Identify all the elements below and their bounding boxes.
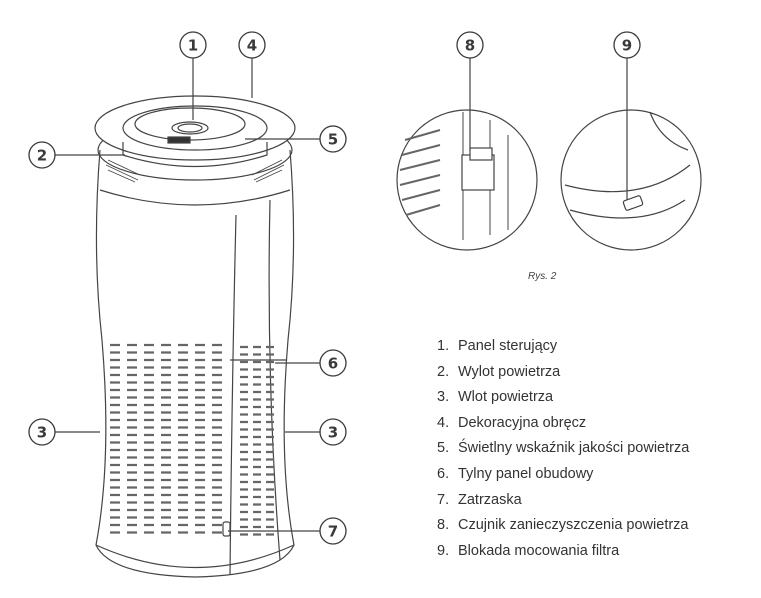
callout-number: 9: [622, 37, 632, 55]
legend-item: 9. Blokada mocowania filtra: [437, 543, 689, 569]
callout-number: 6: [328, 355, 338, 373]
legend-label: Zatrzaska: [458, 491, 522, 508]
callout-circle: [28, 418, 56, 446]
callout-3: 3: [319, 418, 347, 446]
legend-label: Dekoracyjna obręcz: [458, 414, 587, 431]
callout-8: 8: [456, 31, 484, 59]
legend-number: 6.: [437, 465, 450, 482]
legend-number: 2.: [437, 363, 450, 380]
callout-circle: [613, 31, 641, 59]
callout-circle: [319, 517, 347, 545]
callout-5: 5: [319, 125, 347, 153]
callout-7: 7: [319, 517, 347, 545]
purifier-body: [94, 95, 296, 578]
legend-number: 4.: [437, 414, 450, 431]
inlet-grille: [110, 343, 274, 536]
legend-item: 4. Dekoracyjna obręcz: [437, 415, 689, 441]
callout-circle: [319, 349, 347, 377]
parts-legend: 1. Panel sterujący 2. Wylot powietrza 3. Wl…: [437, 338, 689, 568]
legend-number: 9.: [437, 542, 450, 559]
callout-number: 3: [328, 424, 338, 442]
legend-label: Czujnik zanieczyszczenia powietrza: [458, 517, 689, 534]
callout-6: 6: [319, 349, 347, 377]
callout-9: 9: [613, 31, 641, 59]
legend-item: 2. Wylot powietrza: [437, 364, 689, 390]
callout-number: 7: [328, 523, 338, 541]
callout-circle: [28, 141, 56, 169]
legend-number: 5.: [437, 440, 450, 457]
outlet-grille: [105, 159, 285, 183]
legend-item: 8. Czujnik zanieczyszczenia powietrza: [437, 517, 689, 543]
legend-number: 1.: [437, 338, 450, 354]
callout-number: 1: [188, 37, 198, 55]
detail-sensor: [396, 109, 538, 251]
leader-lines: [55, 58, 628, 532]
legend-label: Świetlny wskaźnik jakości powietrza: [458, 440, 690, 457]
callout-number: 5: [328, 131, 338, 149]
legend-item: 5. Świetlny wskaźnik jakości powietrza: [437, 440, 689, 466]
legend-label: Wylot powietrza: [458, 363, 561, 380]
legend-item: 6. Tylny panel obudowy: [437, 466, 689, 492]
callout-circle: [319, 125, 347, 153]
callout-2: 2: [28, 141, 56, 169]
callout-1: 1: [179, 31, 207, 59]
legend-number: 8.: [437, 517, 450, 534]
legend-label: Tylny panel obudowy: [458, 465, 594, 482]
callout-3: 3: [28, 418, 56, 446]
callout-circle: [456, 31, 484, 59]
callout-circle: [238, 31, 266, 59]
detail-filter-lock: [560, 109, 702, 251]
legend-label: Wlot powietrza: [458, 389, 554, 406]
legend-item: 3. Wlot powietrza: [437, 389, 689, 415]
legend-number: 3.: [437, 389, 450, 406]
figure-caption: Rys. 2: [528, 271, 557, 282]
callout-number: 3: [37, 424, 47, 442]
callout-number: 2: [37, 147, 47, 165]
legend-number: 7.: [437, 491, 450, 508]
legend-label: Panel sterujący: [458, 338, 558, 354]
legend-label: Blokada mocowania filtra: [458, 542, 620, 559]
callout-number: 4: [247, 37, 257, 55]
callout-number: 8: [465, 37, 475, 55]
callout-circle: [319, 418, 347, 446]
legend-item: 1. Panel sterujący: [437, 338, 689, 364]
callout-4: 4: [238, 31, 266, 59]
callout-circle: [179, 31, 207, 59]
legend-item: 7. Zatrzaska: [437, 492, 689, 518]
grille-slots: [110, 343, 274, 536]
